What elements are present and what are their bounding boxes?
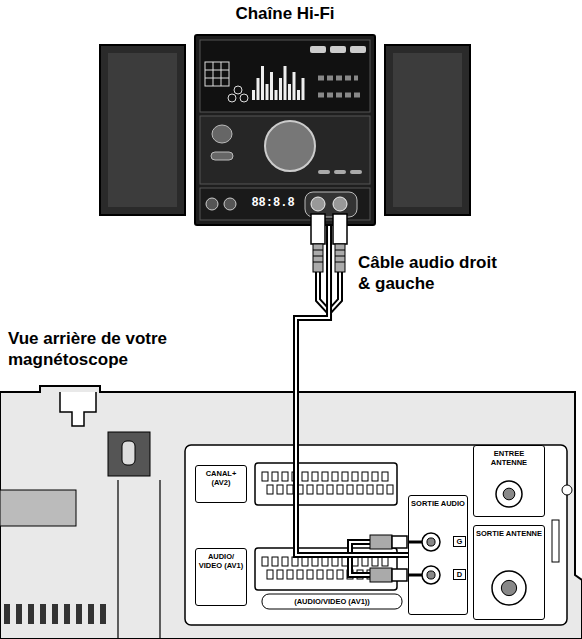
scart-pin xyxy=(327,485,333,494)
hifi-system: Chaîne Hi-Fi xyxy=(100,0,470,226)
scart-pin xyxy=(262,557,268,566)
scart-pin xyxy=(332,472,338,481)
scart-pin xyxy=(307,485,313,494)
level-bar xyxy=(297,90,300,100)
scart-pin xyxy=(312,472,318,481)
level-bar xyxy=(266,84,269,100)
scart-pin xyxy=(337,570,343,579)
scart-pin xyxy=(277,485,283,494)
connector-caption: (AUDIO/VIDEO (AV1)) xyxy=(264,597,400,606)
vent-slot xyxy=(76,604,82,624)
scart-pin xyxy=(352,472,358,481)
scart-pin xyxy=(307,570,313,579)
scart-pin xyxy=(372,472,378,481)
cable-label: Câble audio droit & gauche xyxy=(358,252,508,295)
heading-text: Vue arrière de votre magnétoscope xyxy=(0,326,276,373)
level-bar xyxy=(257,78,260,100)
rca-plugs-bottom xyxy=(350,535,407,582)
heading-text: Chaîne Hi-Fi xyxy=(100,0,470,27)
scart-pin xyxy=(367,485,373,494)
scart-pin xyxy=(302,557,308,566)
scart-pin xyxy=(337,485,343,494)
scart-box: CANAL+ (AV2) xyxy=(195,465,247,503)
scart-pin xyxy=(277,570,283,579)
boxed-letter: G xyxy=(453,536,466,547)
jack-drawing xyxy=(409,496,467,614)
scart-pin xyxy=(317,485,323,494)
scart-pin xyxy=(382,472,388,481)
scart-pin xyxy=(362,557,368,566)
scart-pin xyxy=(362,472,368,481)
antenna-box: SORTIE ANTENNE xyxy=(473,525,545,620)
vent-slot xyxy=(52,604,58,624)
hifi-unit xyxy=(195,35,375,225)
vent-slot xyxy=(16,604,22,624)
scart-pin xyxy=(262,472,268,481)
panel-label: SORTIE ANTENNE xyxy=(476,529,542,538)
boxed-letter: D xyxy=(453,569,466,580)
scart-pin xyxy=(347,485,353,494)
display-digits: 88:8.8 xyxy=(246,196,300,210)
scart-pin xyxy=(302,472,308,481)
panel-label: AUDIO/ VIDEO (AV1) xyxy=(198,552,244,570)
scart-pin xyxy=(382,557,388,566)
scart-pin xyxy=(287,570,293,579)
panel-label: CANAL+ (AV2) xyxy=(198,469,244,487)
level-bar xyxy=(288,84,291,100)
scart-pin xyxy=(287,485,293,494)
vcr-rear: Vue arrière de votre magnétoscopeCANAL+ … xyxy=(0,326,582,639)
speaker-right xyxy=(385,45,470,215)
scart-pin xyxy=(282,557,288,566)
scart-pin xyxy=(292,557,298,566)
panel-label: ENTREE ANTENNE xyxy=(476,449,542,467)
scart-pin xyxy=(297,570,303,579)
antenna-box: ENTREE ANTENNE xyxy=(473,445,545,517)
scart-pin xyxy=(322,557,328,566)
panel-label: SORTIE AUDIO xyxy=(411,499,465,508)
audio-out-box: SORTIE AUDIO xyxy=(408,495,468,615)
level-bar xyxy=(261,66,264,100)
scart-pin xyxy=(312,557,318,566)
level-bar xyxy=(252,90,255,100)
level-bar xyxy=(293,72,296,100)
scart-pin xyxy=(322,472,328,481)
scart-pin xyxy=(327,570,333,579)
scart-pin xyxy=(267,485,273,494)
vent-slot xyxy=(40,604,46,624)
scart-pin xyxy=(332,557,338,566)
speaker-left xyxy=(100,45,185,215)
scart-pin xyxy=(372,557,378,566)
vent-slot xyxy=(64,604,70,624)
scart-pin xyxy=(272,557,278,566)
level-bar xyxy=(279,78,282,100)
level-bar xyxy=(270,72,273,100)
scart-pin xyxy=(317,570,323,579)
jack-drawing xyxy=(474,526,544,619)
vent-slot xyxy=(4,604,10,624)
scart-pin xyxy=(267,570,273,579)
level-bar xyxy=(302,78,305,100)
scart-pin xyxy=(272,472,278,481)
level-bar xyxy=(275,90,278,100)
level-bar xyxy=(284,66,287,100)
vent-slot xyxy=(28,604,34,624)
scart-pin xyxy=(377,485,383,494)
scart-pin xyxy=(357,485,363,494)
vcr-panel xyxy=(0,386,582,639)
vent-slot xyxy=(88,604,94,624)
scart-pin xyxy=(387,485,393,494)
vent-slot xyxy=(100,604,106,624)
scart-box: AUDIO/ VIDEO (AV1) xyxy=(195,548,247,606)
scart-pin xyxy=(342,472,348,481)
scart-pin xyxy=(282,472,288,481)
